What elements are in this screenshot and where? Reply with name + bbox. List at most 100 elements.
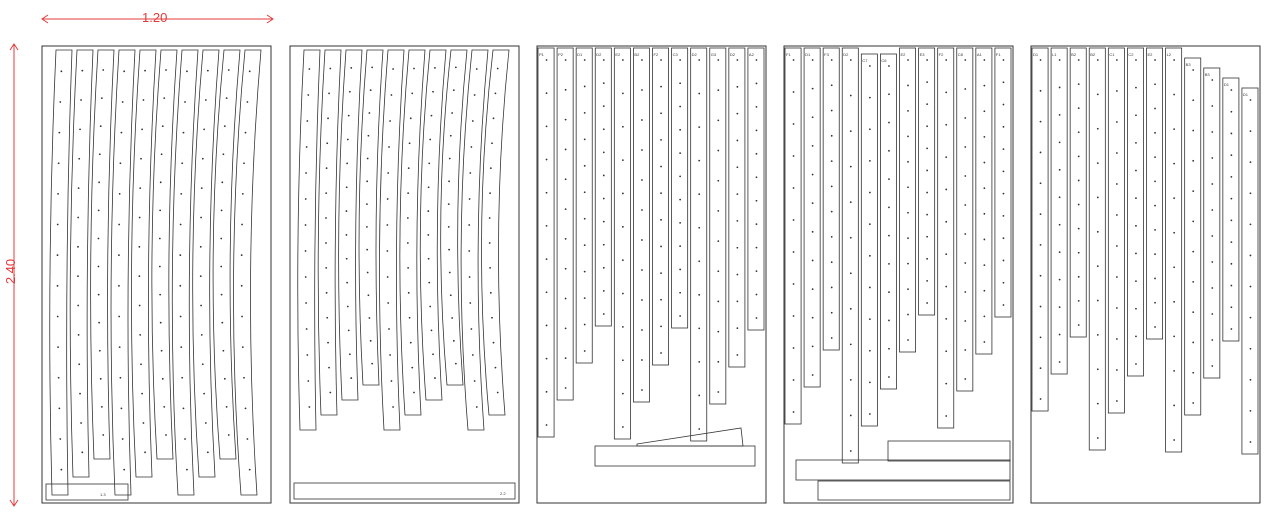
strip-label: L2 (1167, 52, 1172, 57)
drill-point (1135, 335, 1137, 338)
drill-point (1135, 280, 1137, 282)
drill-point (186, 468, 188, 471)
drill-point (926, 302, 929, 304)
drill-point (144, 69, 146, 72)
strip-label: D2 (596, 52, 602, 57)
drill-point (1115, 90, 1118, 92)
strip-label: D1 (805, 52, 811, 57)
drill-point (56, 315, 59, 318)
drill-point (679, 315, 682, 317)
drill-point (98, 349, 101, 352)
drill-point (220, 209, 223, 212)
drill-point (717, 149, 720, 152)
drill-point (564, 148, 567, 151)
drill-point (679, 175, 682, 178)
drill-point (327, 117, 329, 120)
drill-point (140, 157, 142, 160)
drill-point (184, 438, 186, 440)
drill-point (308, 406, 311, 408)
drill-point (830, 59, 833, 61)
drill-point (849, 343, 852, 346)
drill-point (411, 366, 414, 369)
drill-point (849, 414, 852, 417)
strip-label: P2 (558, 52, 564, 57)
drill-point (1173, 300, 1176, 303)
drill-point (80, 99, 82, 101)
drill-point (78, 157, 81, 160)
dimension-lines (9, 14, 274, 507)
drill-point (389, 120, 391, 122)
straight-strip (937, 47, 955, 429)
drill-point (717, 300, 720, 303)
strip-label: C7 (862, 58, 868, 63)
strip-label: F1 (996, 52, 1001, 57)
drill-point (473, 380, 476, 382)
drill-point (1192, 281, 1195, 283)
drill-point (945, 382, 948, 385)
leftover-strip (887, 440, 1011, 462)
drill-point (564, 267, 567, 270)
drill-point (118, 223, 121, 226)
drill-point (325, 167, 328, 170)
leftover-strip (594, 445, 756, 467)
drill-point (1173, 370, 1176, 372)
drill-point (468, 276, 471, 278)
drill-point (204, 422, 207, 424)
drill-point (80, 422, 82, 424)
drill-point (163, 405, 166, 408)
drill-point (386, 198, 389, 200)
drill-point (429, 138, 432, 141)
drill-point (159, 293, 162, 296)
drill-point (660, 352, 662, 354)
drill-point (717, 119, 720, 122)
drill-point (545, 390, 548, 393)
straight-strip (709, 47, 727, 405)
drill-point (158, 237, 161, 240)
strip-label: D2 (692, 52, 698, 57)
drill-point (868, 413, 871, 415)
drill-point (347, 114, 350, 117)
drill-point (243, 162, 245, 165)
drill-point (1135, 59, 1137, 61)
drill-point (602, 220, 605, 223)
drill-point (545, 291, 548, 294)
drill-point (1192, 371, 1195, 374)
drill-point (158, 265, 161, 268)
drill-point (679, 222, 682, 224)
drill-point (141, 128, 143, 131)
drill-point (1039, 120, 1042, 123)
drill-point (241, 192, 244, 195)
drill-point (159, 181, 162, 184)
drill-point (1211, 261, 1214, 263)
drill-point (201, 157, 204, 160)
drill-point (679, 152, 682, 154)
drill-point (179, 254, 182, 257)
drill-point (1077, 155, 1080, 158)
drill-point (386, 276, 389, 278)
drill-point (325, 291, 328, 294)
strip-label: A1 (977, 52, 983, 57)
drill-point (144, 451, 146, 454)
drill-point (755, 246, 758, 249)
drill-point (907, 110, 909, 112)
drill-point (451, 317, 454, 319)
drill-point (206, 451, 209, 454)
drill-point (945, 123, 948, 126)
drill-point (755, 152, 758, 155)
drill-point (427, 234, 430, 236)
sheet-outline (289, 45, 520, 504)
drill-point (369, 89, 372, 92)
drill-point (494, 366, 497, 369)
drill-point (907, 186, 909, 189)
drill-point (868, 254, 871, 257)
drill-point (77, 187, 80, 190)
drill-point (1192, 220, 1195, 223)
drill-point (1096, 196, 1099, 199)
leftover-strip (817, 480, 1011, 501)
drill-point (660, 245, 662, 248)
drill-point (830, 160, 833, 162)
drill-point (602, 313, 605, 315)
drill-point (408, 142, 411, 145)
drill-point (621, 59, 624, 61)
drill-point (408, 316, 411, 319)
